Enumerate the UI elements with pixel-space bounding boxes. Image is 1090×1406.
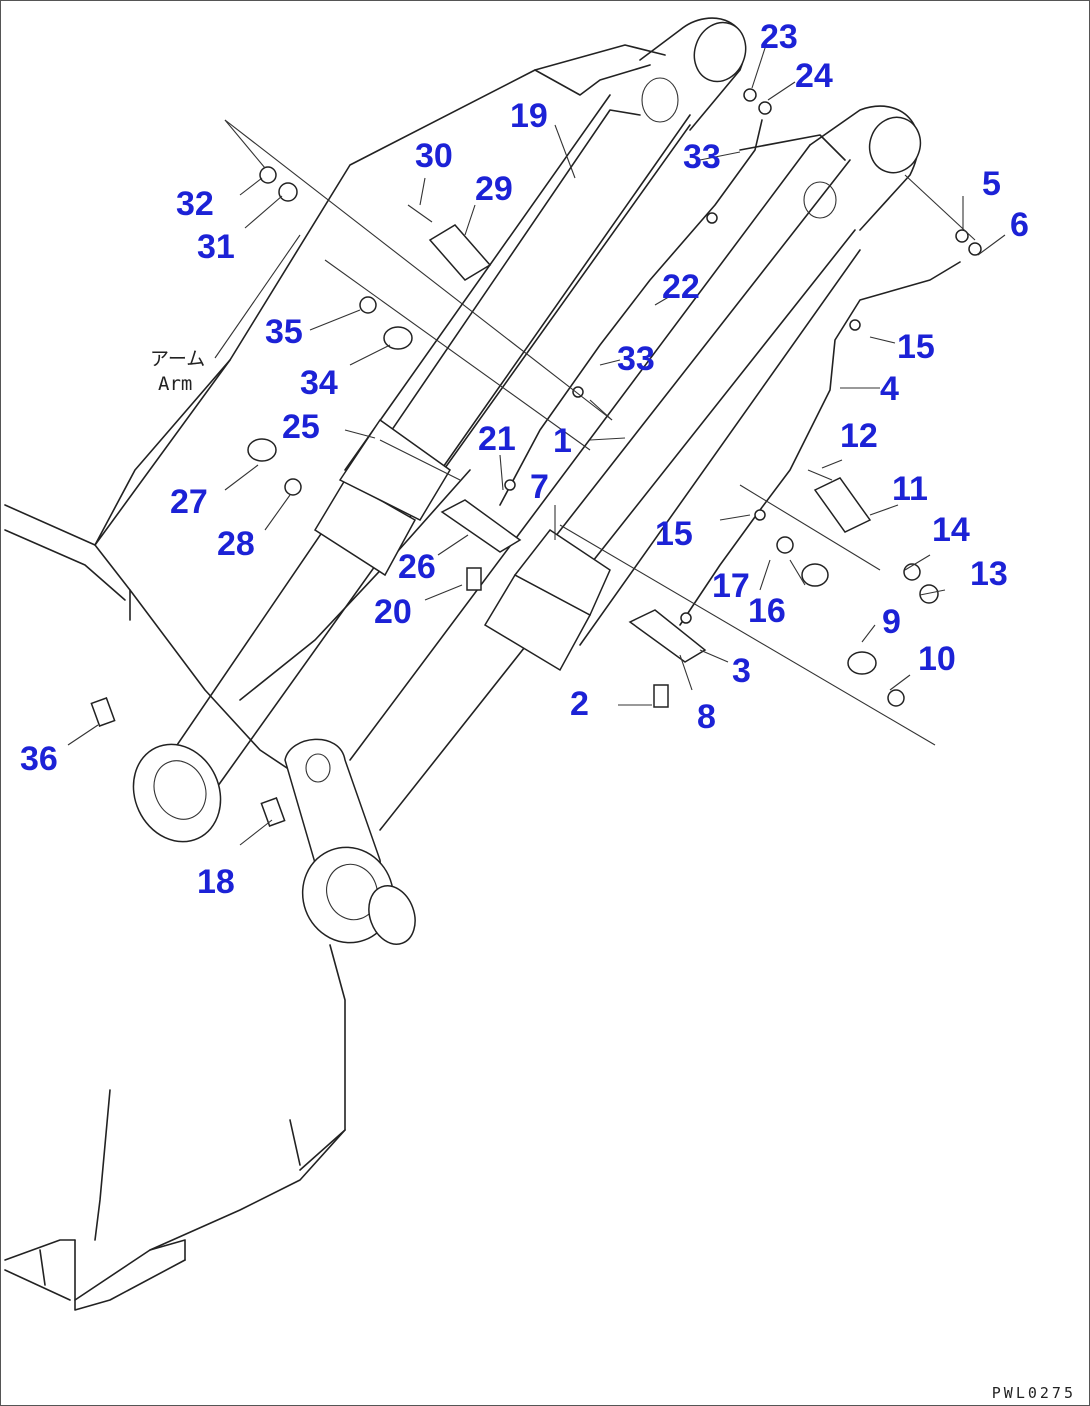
bracket-26: [440, 499, 522, 553]
callout-4: 4: [880, 370, 899, 408]
fitting-24: [758, 101, 772, 115]
nut-31: [278, 182, 298, 202]
callout-22: 22: [662, 268, 700, 306]
grease-hose-lower: [679, 261, 961, 626]
nut-13: [919, 584, 939, 604]
link-assembly: [284, 738, 416, 945]
cylinder-eye-lower: [868, 116, 922, 174]
grease-fitting-36: [90, 697, 116, 727]
callout-35: 35: [265, 313, 303, 351]
arm-label-en: Arm: [158, 373, 192, 395]
callout-13: 13: [970, 555, 1008, 593]
callout-30: 30: [415, 137, 453, 175]
callout-34: 34: [300, 364, 338, 402]
grease-fitting-2: [653, 684, 669, 708]
callout-10: 10: [918, 640, 956, 678]
fitting-21: [504, 479, 516, 491]
clip-33-upper: [706, 212, 718, 224]
callout-2: 2: [570, 685, 589, 723]
washer-32: [259, 166, 277, 184]
assembly-centerlines: [224, 119, 976, 746]
callout-14: 14: [932, 511, 970, 549]
callout-28: 28: [217, 525, 255, 563]
fitting-6: [968, 242, 982, 256]
bolt-27: [247, 438, 277, 462]
callout-26: 26: [398, 548, 436, 586]
fitting-23: [743, 88, 757, 102]
washer-17: [776, 536, 794, 554]
callout-23: 23: [760, 18, 798, 56]
grease-fitting-20: [466, 567, 482, 591]
callout-29: 29: [475, 170, 513, 208]
callout-36: 36: [20, 740, 58, 778]
cylinder-foot-ring: [132, 743, 222, 843]
fitting-3: [680, 612, 692, 624]
callout-11: 11: [892, 470, 928, 508]
leader-lines: [67, 44, 1006, 846]
callout-27: 27: [170, 483, 208, 521]
bolt-30: [407, 204, 433, 223]
callout-9: 9: [882, 603, 901, 641]
callout-24: 24: [795, 57, 833, 95]
washer-28: [284, 478, 302, 496]
callout-15-lower: 15: [655, 515, 693, 553]
fitting-5: [955, 229, 969, 243]
callout-31: 31: [197, 228, 235, 266]
grease-hose-upper: [499, 119, 763, 506]
cylinder-eye-upper: [693, 21, 747, 83]
washer-35: [359, 296, 377, 314]
callout-33-upper: 33: [683, 138, 721, 176]
callout-6: 6: [1010, 206, 1029, 244]
washer-10: [887, 689, 905, 707]
bolt-12: [807, 469, 833, 481]
arm-body: [4, 44, 666, 1311]
clamp-11: [813, 477, 872, 533]
lower-cylinder: [349, 105, 922, 831]
callout-17: 17: [712, 567, 750, 605]
clip-15-upper: [849, 319, 861, 331]
bolt-34: [383, 326, 413, 350]
clip-33-lower: [572, 386, 584, 398]
callout-12: 12: [840, 417, 878, 455]
cylinder-gland-upper: [313, 478, 417, 577]
callout-33-lower: 33: [617, 340, 655, 378]
callout-21: 21: [478, 420, 516, 458]
bracket-8: [628, 609, 707, 663]
callout-7: 7: [530, 468, 549, 506]
callout-1: 1: [553, 422, 572, 460]
side-boss: [368, 885, 416, 945]
callout-8: 8: [697, 698, 716, 736]
clamp-29: [428, 224, 492, 281]
callout-5: 5: [982, 165, 1001, 203]
callout-25: 25: [282, 408, 320, 446]
clip-15-lower: [754, 509, 766, 521]
arm-label-jp: アーム: [150, 348, 205, 370]
grease-fitting-18: [260, 797, 286, 827]
cylinder-gland-upper-band: [338, 418, 451, 521]
callout-20: 20: [374, 593, 412, 631]
callout-32: 32: [176, 185, 214, 223]
drawing-code: PWL0275: [991, 1384, 1076, 1402]
upper-cylinder: [132, 17, 747, 843]
callout-15-upper: 15: [897, 328, 935, 366]
cylinder-gland-lower-band: [513, 528, 611, 617]
callout-3: 3: [732, 652, 751, 690]
bolt-16: [801, 563, 829, 587]
callout-16: 16: [748, 592, 786, 630]
bolt-9: [847, 651, 877, 675]
callout-18: 18: [197, 863, 235, 901]
callouts: 1 2 3 4 5 6 7 8 9 10 11 12 13 14 15 15 1…: [20, 18, 1029, 901]
callout-19: 19: [510, 97, 548, 135]
grease-piping: [499, 119, 961, 626]
arm-label: アーム Arm: [150, 234, 301, 395]
